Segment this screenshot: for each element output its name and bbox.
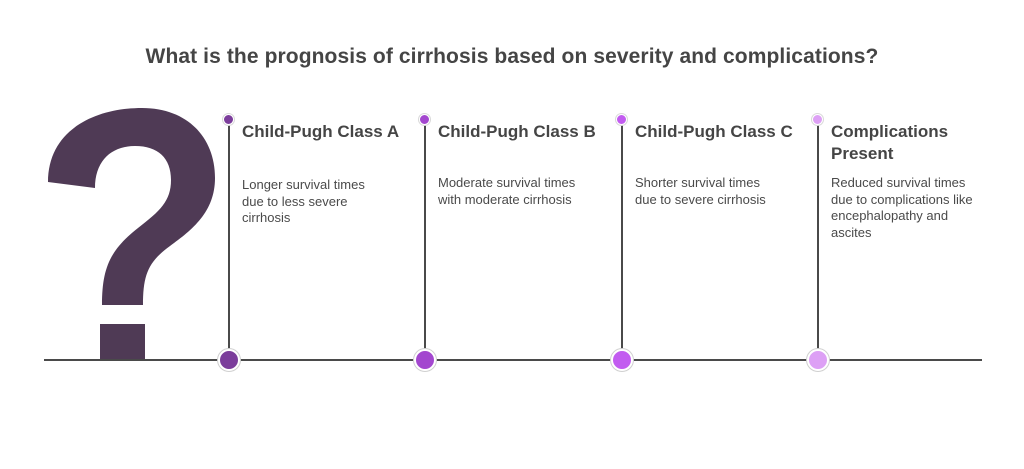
complications-description: Reduced survival times due to complicati…	[831, 175, 973, 240]
complications-bottom-marker	[807, 349, 829, 371]
stage-a-description: Longer survival times due to less severe…	[242, 177, 365, 225]
stage-c-top-marker	[616, 114, 627, 125]
stage-a-top-marker	[223, 114, 234, 125]
stage-c-bottom-marker	[611, 349, 633, 371]
timeline-axis	[44, 359, 982, 361]
stage-b-title: Child-Pugh Class B	[438, 122, 596, 141]
stage-b-top-marker	[419, 114, 430, 125]
stage-a-stem	[228, 121, 230, 359]
question-mark-icon	[48, 108, 215, 361]
stage-b-description: Moderate survival times with moderate ci…	[438, 175, 576, 207]
stage-b-stem	[424, 121, 426, 359]
stage-a-bottom-marker	[218, 349, 240, 371]
stage-c-description: Shorter survival times due to severe cir…	[635, 175, 766, 207]
stage-c-stem	[621, 121, 623, 359]
complications-top-marker	[812, 114, 823, 125]
stage-c-title: Child-Pugh Class C	[635, 122, 793, 141]
complications-stem	[817, 121, 819, 359]
complications-title: Complications Present	[831, 122, 949, 163]
stage-a-title: Child-Pugh Class A	[242, 122, 400, 141]
stage-b-bottom-marker	[414, 349, 436, 371]
diagram-title: What is the prognosis of cirrhosis based…	[145, 45, 879, 68]
